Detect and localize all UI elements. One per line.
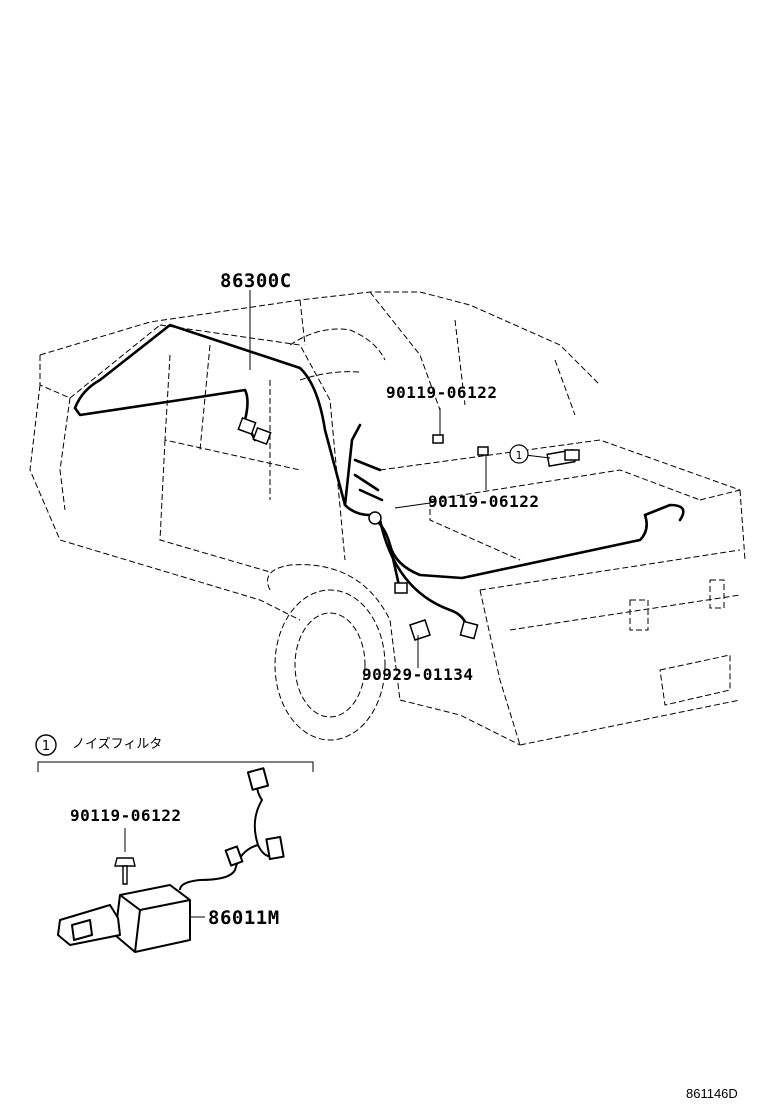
- ref-marker-circle: [509, 444, 529, 464]
- label-86300C: 86300C: [220, 270, 292, 292]
- label-clamp: 90929-01134: [362, 665, 474, 684]
- inset-marker-text: 1: [42, 739, 50, 754]
- diagram-code: 861146D: [686, 1086, 738, 1101]
- inset-title: ノイズフィルタ: [72, 737, 163, 752]
- label-bolt-upper: 90119-06122: [386, 383, 498, 402]
- connectors: [237, 417, 580, 641]
- label-inset-bolt: 90119-06122: [70, 806, 182, 825]
- inset-bolt-drawing: [114, 857, 136, 885]
- inset-marker-circle: [35, 734, 57, 756]
- label-bolt-lower: 90119-06122: [428, 492, 540, 511]
- wire-harness-86300C: [73, 323, 685, 632]
- leader-lines: [37, 290, 551, 918]
- label-86011M: 86011M: [208, 907, 280, 929]
- ref-marker-text: 1: [516, 449, 523, 462]
- noise-filter-drawing: [57, 767, 285, 953]
- car-body-outline: [29, 291, 746, 746]
